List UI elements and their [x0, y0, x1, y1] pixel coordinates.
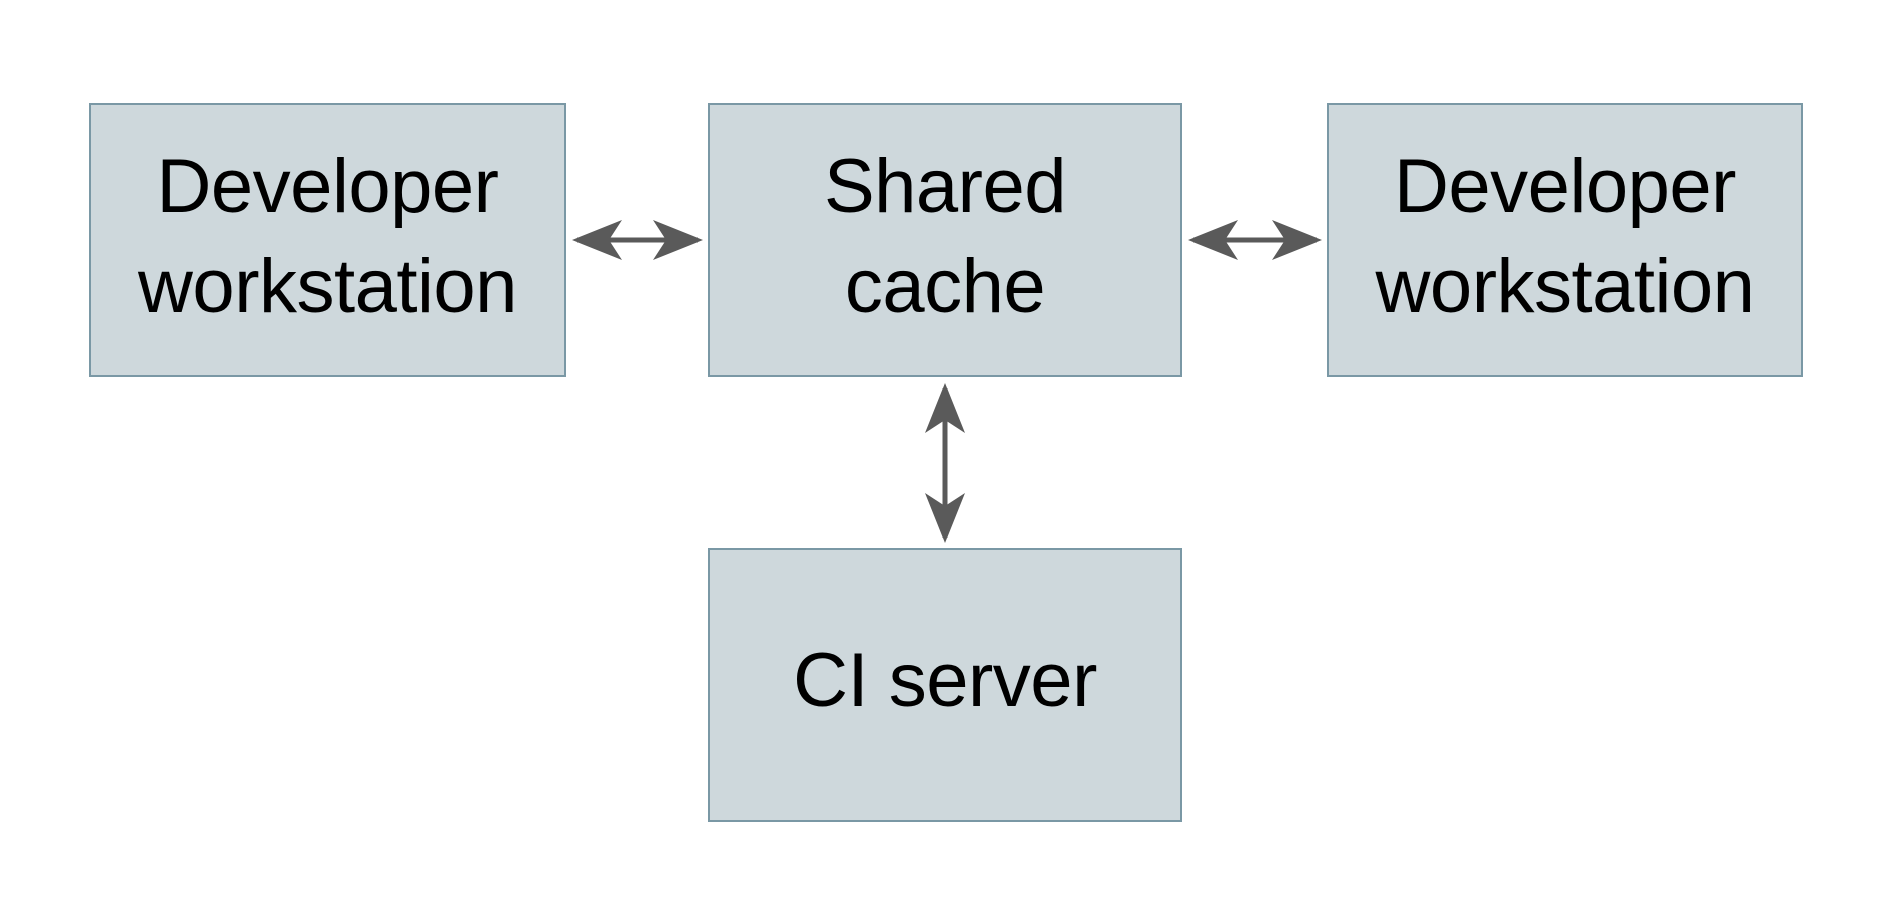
- node-label: CI server: [793, 638, 1097, 723]
- node-ci-server[interactable]: CI server: [708, 548, 1182, 822]
- node-label: Developer workstation: [138, 144, 517, 329]
- node-label: Developer workstation: [1375, 144, 1755, 329]
- node-shared-cache[interactable]: Shared cache: [708, 103, 1182, 377]
- node-dev-workstation-left[interactable]: Developer workstation: [89, 103, 566, 377]
- node-label: Shared cache: [823, 144, 1067, 329]
- node-dev-workstation-right[interactable]: Developer workstation: [1327, 103, 1803, 377]
